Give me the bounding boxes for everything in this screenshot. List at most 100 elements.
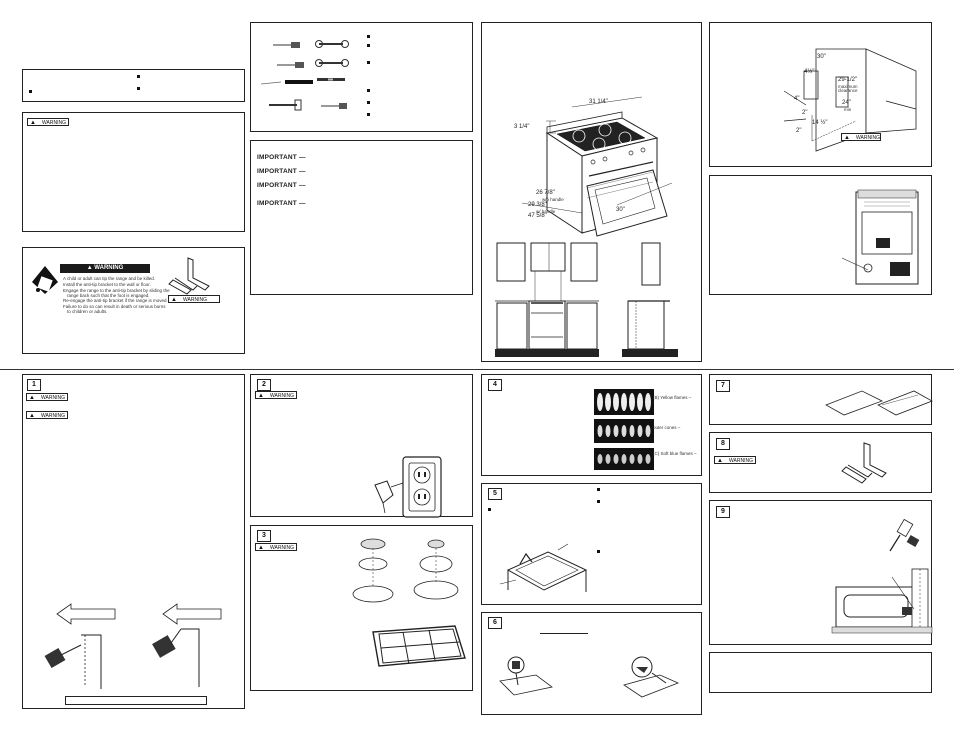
cabinet-front-diagram xyxy=(495,242,599,357)
step-8-panel: 8 ▲ WARNING xyxy=(709,432,932,493)
cooktop-grate-illustration xyxy=(372,625,466,667)
warning-label: ▲ WARNING xyxy=(255,543,297,551)
step-1-panel: 1 ▲ WARNING ▲ WARNING xyxy=(22,374,245,709)
range-dimensions-panel: 3 1/4" 31 1/4" 26 7/8" w/o handle 29 3/8… xyxy=(481,22,702,362)
oven-interior-illustration xyxy=(499,543,588,592)
underline-heading xyxy=(540,633,588,634)
step-7-panel: 7 xyxy=(709,374,933,425)
cabinet-dim-note: clearance xyxy=(838,88,858,93)
cabinet-dim: 29-1/2" xyxy=(838,77,858,83)
bullet xyxy=(488,508,491,511)
bullet xyxy=(367,35,370,38)
warning-label: ▲ WARNING xyxy=(841,133,881,141)
warning-label: ▲ WARNING xyxy=(255,391,297,399)
caption-bar xyxy=(65,696,207,705)
gas-regulator-illustration xyxy=(44,634,102,689)
dimension-lines xyxy=(521,96,673,214)
tape-measure-icon xyxy=(260,81,282,85)
gas-regulator-illustration xyxy=(152,628,200,687)
dim-depth-c: 47 5/8" xyxy=(528,213,547,219)
tipover-line: range back such that the foot is engaged… xyxy=(67,293,150,298)
callout-line xyxy=(841,257,869,271)
warning-label: ▲ WARNING xyxy=(714,456,756,464)
warning-triangle-icon: ▲ xyxy=(844,135,850,141)
step-number: 5 xyxy=(488,488,502,500)
flame-outer-cone-illustration xyxy=(594,419,654,443)
arrow-left-icon xyxy=(56,603,116,625)
screwdriver-icon xyxy=(277,62,304,68)
important-note: IMPORTANT — xyxy=(257,200,306,207)
dim-width-top: 31 1/4" xyxy=(589,99,608,105)
screwdriver-icon xyxy=(273,42,300,48)
important-notes-panel: IMPORTANT — IMPORTANT — IMPORTANT — IMPO… xyxy=(250,140,473,295)
bullet xyxy=(137,75,140,78)
tipover-warning-banner: ▲ WARNING xyxy=(60,264,150,273)
warning-label: ▲ WARNING xyxy=(26,411,68,419)
cabinet-side-diagram xyxy=(622,242,678,357)
bullet xyxy=(29,90,32,93)
warning-label-text: WARNING xyxy=(41,395,65,401)
dim-depth-b: 29 3/8" xyxy=(528,202,547,208)
step-4-panel: 4 (B) Yellow flames – outer cones – (C) … xyxy=(481,374,702,476)
bullet xyxy=(137,87,140,90)
wall-clearance-diagram xyxy=(783,48,917,152)
warning-triangle-icon: ▲ xyxy=(258,393,264,399)
flame-label-yellow: (B) Yellow flames – xyxy=(653,395,692,400)
step-number: 8 xyxy=(716,438,730,450)
dim-depth-a-note: w/o handle xyxy=(542,197,564,202)
step-number: 4 xyxy=(488,379,502,391)
step-number: 2 xyxy=(257,379,271,391)
range-rear-panel xyxy=(709,175,932,295)
warning-triangle-icon: ▲ xyxy=(30,120,36,126)
flame-label-blue: (C) Soft blue flames – xyxy=(653,451,697,456)
notes-panel xyxy=(709,652,932,693)
tipover-line: to children or adults. xyxy=(67,309,108,314)
range-rear-illustration xyxy=(855,189,919,285)
warning-label-text: WARNING xyxy=(42,120,66,126)
dim-height-top: 3 1/4" xyxy=(514,124,530,130)
bullet xyxy=(367,89,370,92)
cabinet-dim: 14 ½" xyxy=(812,120,828,126)
cabinet-dim: 4" xyxy=(794,96,800,102)
dim-depth-b-note: w/ handle xyxy=(536,209,556,214)
dim-width-front: 30" xyxy=(616,207,625,213)
warning-label-text: WARNING xyxy=(183,297,207,303)
warning-triangle-icon: ▲ xyxy=(171,297,177,303)
step-2-panel: 2 ▲ WARNING xyxy=(250,374,473,518)
cabinet-dim: 2" xyxy=(802,110,808,116)
tools-panel xyxy=(250,22,473,132)
step-number: 7 xyxy=(716,380,730,392)
step-number: 1 xyxy=(27,379,41,391)
intro-bullets-panel xyxy=(22,69,245,102)
safety-warning-panel: ▲ WARNING xyxy=(22,112,245,232)
bullet xyxy=(367,44,370,47)
bullet xyxy=(367,61,370,64)
warning-triangle-icon: ▲ xyxy=(29,413,35,419)
step-9-panel: 9 xyxy=(709,500,933,645)
tipover-warning-panel: ▲ WARNING A child or adult can tip the r… xyxy=(22,247,245,354)
pipe-wrench-icon xyxy=(269,99,302,111)
step-number: 3 xyxy=(257,530,271,542)
flame-label-outer: outer cones – xyxy=(653,425,681,430)
important-note: IMPORTANT — xyxy=(257,182,306,189)
bullet xyxy=(597,488,600,491)
cabinet-dim: 30" xyxy=(817,54,826,60)
warning-label-text: WARNING xyxy=(41,413,65,419)
dim-depth-a: 26 7/8" xyxy=(536,190,555,196)
tipover-line: Re-engage the anti-tip bracket if the ra… xyxy=(63,298,168,303)
warning-label-text: WARNING xyxy=(270,393,294,399)
tipover-line: A child or adult can tip the range and b… xyxy=(63,276,156,281)
cabinet-dim: 24" xyxy=(842,100,851,106)
arrow-left-icon xyxy=(162,603,222,625)
warning-label: ▲ WARNING xyxy=(27,118,69,126)
page-divider xyxy=(0,369,954,370)
warning-label: ▲ WARNING xyxy=(168,295,220,303)
flame-blue-illustration xyxy=(594,448,654,470)
anti-tip-bracket-illustration xyxy=(841,442,887,484)
step-number: 9 xyxy=(716,506,730,518)
cabinet-dim: 2" xyxy=(796,128,802,134)
cabinet-dim-note: maximum xyxy=(838,84,858,89)
tipover-icon xyxy=(32,266,58,294)
warning-label: ▲ WARNING xyxy=(26,393,68,401)
important-note: IMPORTANT — xyxy=(257,168,306,175)
